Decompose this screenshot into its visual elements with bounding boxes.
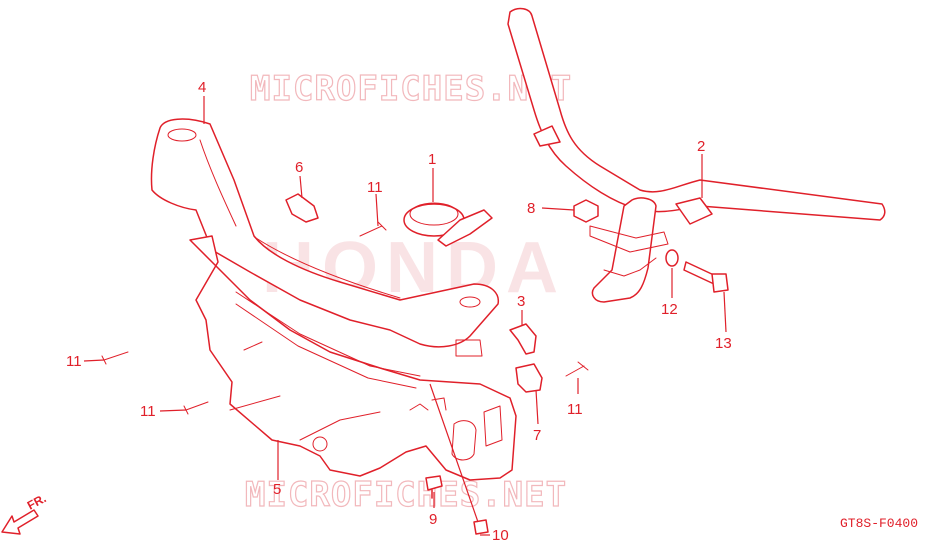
bolt-13[interactable] <box>683 261 729 293</box>
bolt-9[interactable] <box>425 475 443 499</box>
handlebar-pipe[interactable] <box>507 7 886 303</box>
callout-13: 13 <box>715 335 732 352</box>
clip[interactable] <box>509 323 537 355</box>
clip-upper[interactable] <box>285 193 319 223</box>
callout-11-top: 11 <box>367 179 383 196</box>
direction-label: FR. <box>25 491 49 512</box>
callouts: 4 1 2 6 11 8 3 12 13 11 11 11 7 5 9 10 <box>66 79 732 544</box>
callout-1: 1 <box>428 151 436 168</box>
spring-nut[interactable] <box>515 363 543 393</box>
front-top-cover[interactable] <box>150 118 500 357</box>
screw-11-a[interactable] <box>359 221 387 237</box>
front-direction-indicator: FR. <box>1 491 49 535</box>
callout-11-lower-left: 11 <box>140 403 156 420</box>
bolt-10[interactable] <box>473 519 489 535</box>
nut[interactable] <box>573 199 599 223</box>
callout-11-right: 11 <box>567 401 583 418</box>
callout-8: 8 <box>527 200 535 217</box>
screw-11-d[interactable] <box>565 361 589 377</box>
callout-10: 10 <box>492 527 509 544</box>
washer[interactable] <box>665 249 679 267</box>
callout-11-left: 11 <box>66 353 82 370</box>
front-under-cover[interactable] <box>189 235 517 481</box>
callout-3: 3 <box>517 293 525 310</box>
diagram-code: GT8S-F0400 <box>840 516 918 531</box>
callout-12: 12 <box>661 301 678 318</box>
horn[interactable] <box>403 202 493 247</box>
callout-4: 4 <box>198 79 206 96</box>
screw-11-b[interactable] <box>101 351 129 365</box>
leader-lines <box>83 96 727 536</box>
watermark-bottom: MICROFICHES.NET <box>245 475 567 515</box>
callout-5: 5 <box>273 481 281 498</box>
callout-6: 6 <box>295 159 303 176</box>
screw-11-c[interactable] <box>183 401 209 415</box>
callout-7: 7 <box>533 427 541 444</box>
callout-2: 2 <box>697 138 705 155</box>
callout-9: 9 <box>429 511 437 528</box>
watermark-top: MICROFICHES.NET <box>250 69 572 109</box>
direction-arrow-icon <box>1 509 39 535</box>
